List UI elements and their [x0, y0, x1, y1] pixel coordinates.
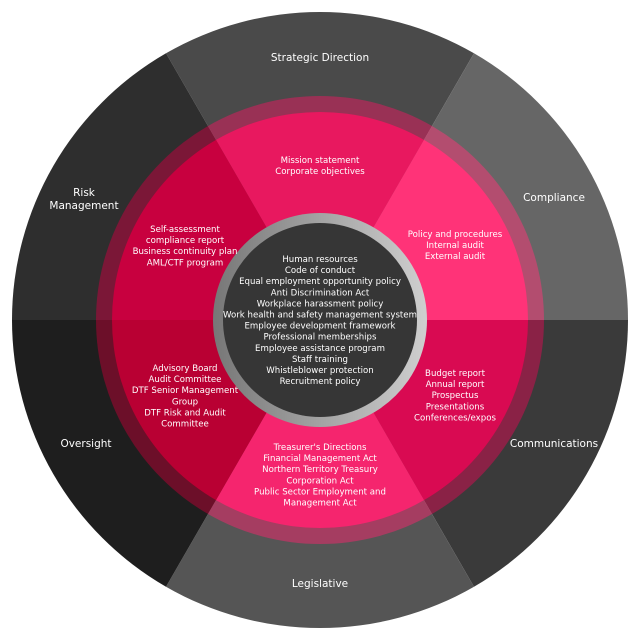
strategic-direction-items-line: Mission statement [281, 156, 360, 166]
strategic-direction-items-line: Corporate objectives [275, 167, 365, 177]
compliance-items-line: External audit [425, 252, 486, 262]
risk-management-label-line: Management [49, 200, 118, 212]
communications-items-line: Presentations [426, 402, 485, 412]
center-items-line: Workplace harassment policy [257, 299, 384, 309]
center-items-line: Employee development framework [245, 322, 396, 332]
strategic-direction-label-line: Strategic Direction [271, 52, 369, 64]
communications-label: Communications [510, 438, 598, 450]
center-items-line: Work health and safety management system [223, 311, 417, 321]
communications-label-line: Communications [510, 438, 598, 450]
oversight-label-line: Oversight [60, 438, 111, 450]
oversight-items-line: Audit Committee [149, 375, 222, 385]
legislative-items-line: Corporation Act [286, 476, 354, 486]
legislative-items-line: Financial Management Act [263, 454, 377, 464]
legislative-items-line: Treasurer's Directions [273, 443, 367, 453]
oversight-items-line: Group [172, 397, 198, 407]
center-items-line: Employee assistance program [255, 344, 385, 354]
oversight-label: Oversight [60, 438, 111, 450]
legislative-items-line: Management Act [283, 499, 357, 509]
oversight-items-line: DTF Risk and Audit [144, 408, 226, 418]
center-items-line: Anti Discrimination Act [271, 288, 370, 298]
communications-items-line: Conferences/expos [414, 413, 496, 423]
center-items-line: Recruitment policy [280, 377, 361, 387]
oversight-items-line: DTF Senior Management [132, 386, 239, 396]
communications-items-line: Budget report [425, 369, 486, 379]
legislative-items-line: Northern Territory Treasury [262, 465, 378, 475]
risk-management-items-line: Business continuity plan [133, 247, 238, 257]
center-items-line: Professional memberships [264, 333, 377, 343]
legislative-label-line: Legislative [292, 578, 348, 590]
risk-management-items-line: AML/CTF program [147, 258, 224, 268]
risk-management-items-line: compliance report [146, 236, 225, 246]
center-items-line: Code of conduct [285, 266, 356, 276]
center-items-line: Whistleblower protection [266, 366, 373, 376]
oversight-items-line: Committee [161, 420, 209, 430]
center-disk [223, 223, 417, 417]
risk-management-items-line: Self-assessment [150, 225, 220, 235]
legislative-items-line: Public Sector Employment and [254, 487, 386, 497]
center-items-line: Equal employment opportunity policy [239, 277, 401, 287]
oversight-items-line: Advisory Board [153, 364, 218, 374]
legislative-label: Legislative [292, 578, 348, 590]
communications-items-line: Annual report [426, 380, 485, 390]
center-items-line: Staff training [292, 355, 348, 365]
compliance-label-line: Compliance [523, 192, 585, 204]
strategic-direction-label: Strategic Direction [271, 52, 369, 64]
labels: Strategic DirectionComplianceCommunicati… [49, 52, 598, 590]
communications-items-line: Prospectus [432, 391, 479, 401]
compliance-items-line: Internal audit [426, 241, 484, 251]
compliance-label: Compliance [523, 192, 585, 204]
center-items-line: Human resources [282, 255, 358, 265]
risk-management-label-line: Risk [73, 187, 96, 199]
compliance-items-line: Policy and procedures [408, 230, 503, 240]
